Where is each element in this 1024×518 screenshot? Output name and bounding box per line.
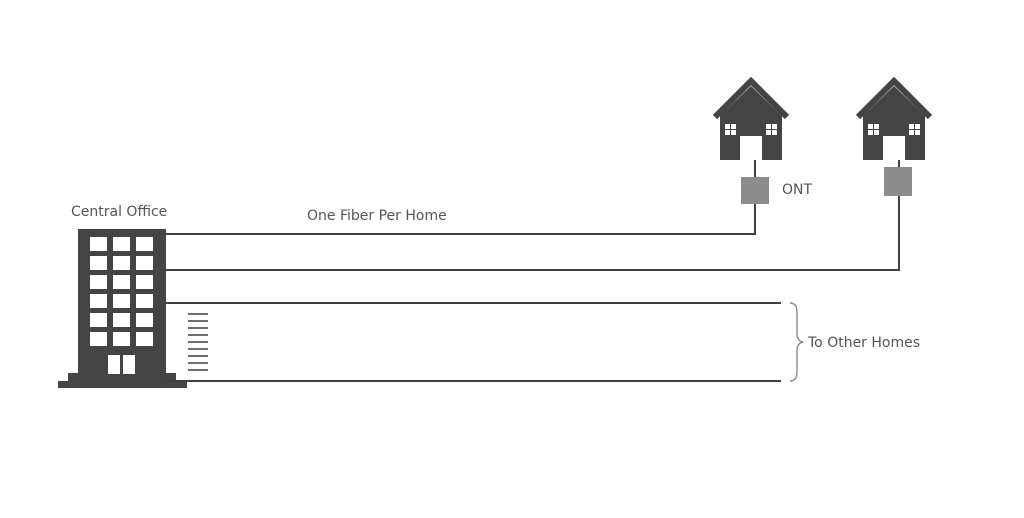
curly-brace-icon <box>789 302 804 382</box>
fiber-line-home-2 <box>166 190 900 271</box>
house-icon <box>855 76 933 160</box>
house-icon <box>712 76 790 160</box>
ont-label: ONT <box>782 182 812 198</box>
central-office-label: Central Office <box>71 204 167 220</box>
fiber-lines <box>166 190 900 382</box>
additional-fibers-marks <box>188 313 208 371</box>
fiber-label: One Fiber Per Home <box>307 208 447 224</box>
fiber-line-home-1 <box>166 190 756 235</box>
office-building-icon <box>58 229 187 388</box>
ont-device-icon <box>884 167 912 196</box>
ont-device-icon <box>741 177 769 204</box>
other-homes-label: To Other Homes <box>807 335 920 351</box>
